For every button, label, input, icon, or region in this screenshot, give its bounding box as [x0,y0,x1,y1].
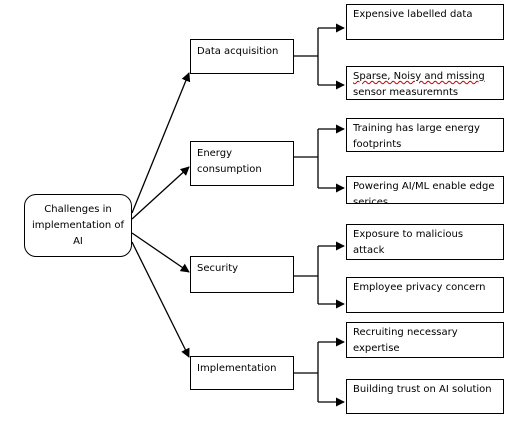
bracket-implementation [294,337,345,407]
leaf-node-exposure-malicious-attack: Exposure to malicious attack [346,224,504,260]
category-label-line-1: Energy [197,148,233,159]
bracket-energy [294,124,345,193]
leaf-label-line-2: footprints [353,139,402,150]
leaf-node-building-trust: Building trust on AI solution [346,379,504,414]
leaf-node-employee-privacy-concern: Employee privacy concern [346,277,504,313]
arrow-root-to-implementation [131,241,190,358]
leaf-label-line-2: sensor measuremnts [353,87,459,98]
leaf-label: Recruiting necessary expertise [353,327,458,354]
arrow-root-to-energy [131,166,190,220]
leaf-label: Employee privacy concern [353,282,486,293]
arrow-root-to-security [131,232,190,273]
category-node-implementation: Implementation [190,356,294,390]
leaf-node-training-energy-footprints: Training has large energy footprints [346,118,504,152]
category-label-line-2: consumption [197,164,262,175]
root-label-line-1: Challenges in [44,204,112,215]
category-node-data-acquisition: Data acquisition [190,39,294,74]
arrow-root-to-data-acquisition [131,72,191,214]
leaf-label: Expensive labelled data [353,9,473,20]
category-node-energy-consumption: Energy consumption [190,141,294,186]
category-label: Security [197,263,239,274]
leaf-node-recruiting-expertise: Recruiting necessary expertise [346,322,504,358]
leaf-label-line-1: Powering AI/ML enable edge [353,181,495,192]
category-label: Implementation [197,363,277,374]
bracket-security [294,241,345,309]
leaf-node-powering-ai-ml-edge: Powering AI/ML enable edge serices [346,176,504,204]
root-label-line-3: AI [73,236,83,247]
leaf-node-sparse-noisy-missing: Sparse, Noisy and missing sensor measure… [346,66,504,100]
leaf-label-line-1: Sparse, Noisy and missing [353,71,485,82]
leaf-node-expensive-labelled-data: Expensive labelled data [346,4,504,40]
category-label: Data acquisition [197,46,279,57]
category-node-security: Security [190,256,294,293]
leaf-label: Exposure to malicious attack [353,229,464,256]
leaf-label: Building trust on AI solution [353,384,492,395]
bracket-data-acquisition [294,23,345,90]
root-node: Challenges in implementation of AI [24,194,132,257]
leaf-label-line-2: serices [353,197,389,204]
root-label-line-2: implementation of [31,220,125,231]
leaf-label-line-1: Training has large energy [353,123,480,134]
